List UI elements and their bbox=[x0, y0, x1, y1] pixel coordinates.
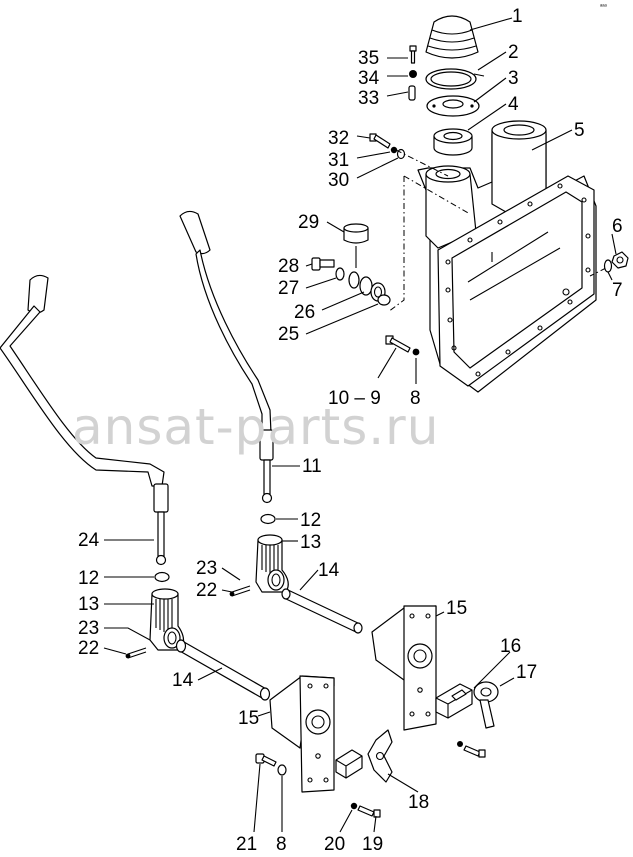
part-4-bushing bbox=[433, 128, 473, 156]
label-13-lower: 13 bbox=[78, 594, 99, 615]
part-19-bolt bbox=[357, 805, 381, 818]
label-1: 1 bbox=[512, 6, 523, 27]
part-22-pin-upper bbox=[229, 585, 251, 597]
part-13-yoke-lower bbox=[149, 588, 185, 651]
label-23-lower: 23 bbox=[78, 618, 99, 639]
corner-mark: ᵃᵃᵃ bbox=[600, 4, 607, 10]
part-7-washer bbox=[603, 259, 613, 273]
part-34-washer bbox=[409, 70, 417, 78]
centerline bbox=[395, 149, 449, 177]
label-24: 24 bbox=[78, 530, 100, 551]
part-29-knob bbox=[343, 223, 369, 268]
label-28: 28 bbox=[278, 256, 299, 277]
part-15-bracket-right bbox=[371, 605, 437, 731]
part-12-ring-upper bbox=[260, 513, 276, 525]
part-1-rubber-boot bbox=[425, 15, 479, 59]
part-35-bolt bbox=[409, 45, 417, 64]
part-33-pin bbox=[408, 85, 416, 101]
label-14-upper: 14 bbox=[318, 560, 340, 581]
label-19: 19 bbox=[362, 834, 383, 855]
part-15-bracket-left bbox=[269, 675, 335, 793]
centerline bbox=[589, 267, 607, 277]
label-33: 33 bbox=[358, 88, 379, 109]
label-6: 6 bbox=[612, 216, 623, 237]
label-15-right: 15 bbox=[446, 598, 467, 619]
leader-lines bbox=[103, 17, 617, 833]
label-29: 29 bbox=[298, 212, 319, 233]
label-12-lower: 12 bbox=[78, 568, 99, 589]
part-21-bolt bbox=[255, 753, 277, 767]
label-30: 30 bbox=[328, 170, 349, 191]
label-16: 16 bbox=[500, 636, 521, 657]
part-2-clamp-ring bbox=[425, 68, 485, 90]
label-3: 3 bbox=[508, 68, 519, 89]
label-13-upper: 13 bbox=[300, 532, 321, 553]
label-10-9: 10 – 9 bbox=[328, 388, 381, 409]
part-25-ring bbox=[377, 294, 391, 306]
part-32-bolt bbox=[369, 133, 391, 149]
part-3-plate bbox=[426, 95, 480, 117]
part-24-range-lever bbox=[0, 274, 169, 566]
part-26-bearing bbox=[348, 271, 386, 302]
label-21: 21 bbox=[236, 834, 257, 855]
part-16-block bbox=[435, 683, 473, 719]
label-2: 2 bbox=[508, 42, 519, 63]
label-31: 31 bbox=[328, 150, 349, 171]
part-31-washer bbox=[390, 146, 398, 154]
label-8-upper: 8 bbox=[410, 388, 421, 409]
part-labels: 1 2 3 4 5 6 7 35 34 33 32 31 30 29 28 27… bbox=[78, 6, 623, 855]
part-block-lower bbox=[335, 749, 363, 779]
part-bolt-right bbox=[457, 741, 486, 758]
label-15-left: 15 bbox=[238, 708, 259, 729]
centerline bbox=[403, 175, 471, 215]
part-11-gear-lever bbox=[179, 210, 274, 504]
label-12-upper: 12 bbox=[300, 510, 321, 531]
label-11: 11 bbox=[302, 456, 322, 477]
part-28-bolt bbox=[311, 257, 335, 271]
label-26: 26 bbox=[294, 302, 315, 323]
label-8-lower: 8 bbox=[276, 834, 287, 855]
part-8-washer bbox=[412, 348, 420, 356]
part-17-cam bbox=[473, 681, 499, 729]
label-34: 34 bbox=[358, 68, 380, 89]
part-12-ring-lower bbox=[154, 571, 170, 583]
part-22-pin-lower bbox=[125, 647, 147, 659]
watermark: ansat-parts.ru bbox=[72, 398, 439, 456]
label-23-upper: 23 bbox=[196, 558, 217, 579]
part-20-washer bbox=[350, 802, 358, 810]
label-22-lower: 22 bbox=[78, 638, 99, 659]
part-18-fork bbox=[367, 729, 393, 783]
label-14-lower: 14 bbox=[172, 670, 194, 691]
label-4: 4 bbox=[508, 94, 519, 115]
label-17: 17 bbox=[516, 662, 537, 683]
part-8-washer-lower bbox=[277, 764, 287, 776]
label-32: 32 bbox=[328, 128, 349, 149]
part-27-washer bbox=[335, 267, 345, 281]
part-6-plug bbox=[611, 251, 629, 269]
label-7: 7 bbox=[612, 280, 623, 301]
part-5-housing bbox=[417, 120, 597, 393]
label-27: 27 bbox=[278, 278, 299, 299]
label-25: 25 bbox=[278, 324, 299, 345]
label-18: 18 bbox=[408, 792, 429, 813]
label-20: 20 bbox=[324, 834, 345, 855]
label-35: 35 bbox=[358, 48, 379, 69]
part-14-shaft-lower bbox=[175, 639, 271, 701]
label-22-upper: 22 bbox=[196, 580, 217, 601]
part-9-bolt bbox=[385, 335, 411, 353]
centerline bbox=[387, 176, 405, 313]
part-14-shaft-upper bbox=[281, 588, 363, 634]
label-5: 5 bbox=[574, 120, 585, 141]
part-13-yoke-upper bbox=[255, 534, 289, 593]
